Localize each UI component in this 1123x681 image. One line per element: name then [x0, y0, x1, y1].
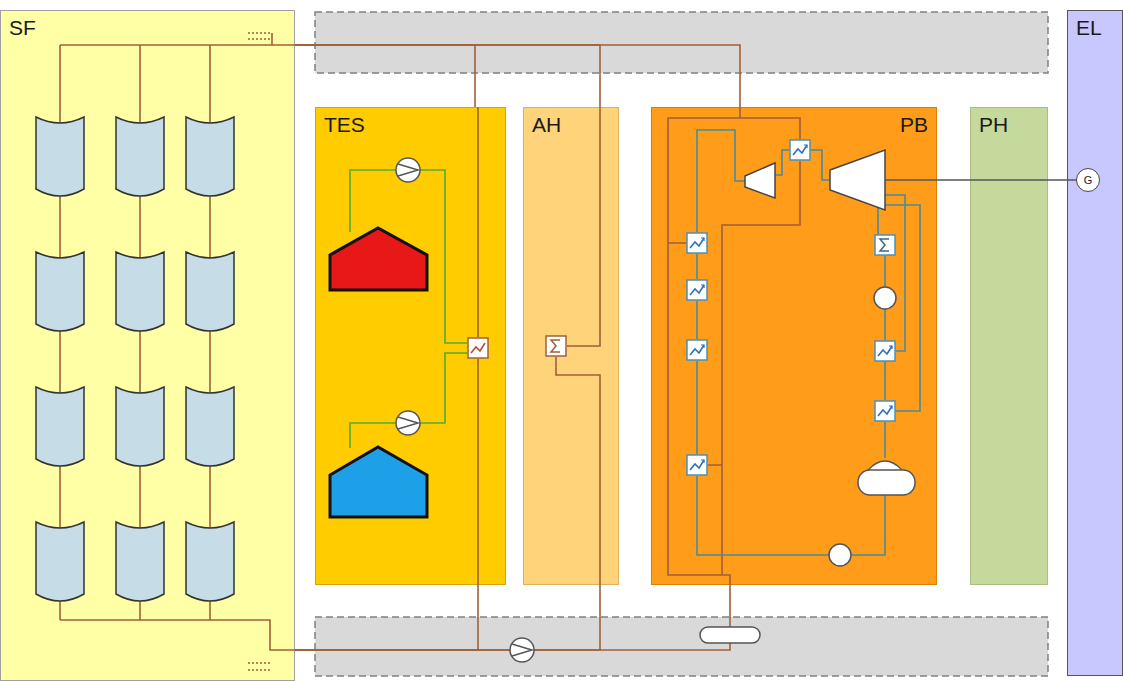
solar-field-piping — [60, 620, 295, 650]
hp-turbine — [745, 163, 775, 198]
power-block-htf-line — [668, 107, 800, 585]
storage-panel: TES — [315, 107, 506, 585]
parabolic-trough-collector — [186, 522, 234, 601]
htf-return-pipe — [295, 585, 600, 650]
htf-pump — [512, 644, 532, 656]
salt-loop — [350, 353, 467, 448]
heat-exchanger-symbol — [468, 338, 488, 358]
heat-exchanger-symbol — [875, 401, 895, 421]
generator-shaft — [937, 179, 1076, 181]
condenser-symbol — [875, 235, 895, 255]
power-block-htf-line — [722, 161, 800, 575]
expansion-vessel — [700, 627, 760, 643]
parabolic-trough-collector — [186, 117, 234, 196]
heat-exchanger-symbol — [687, 233, 707, 253]
htf-pipe — [295, 45, 740, 107]
solar-field-panel: SF — [0, 10, 295, 681]
steam-cycle-line — [697, 130, 920, 555]
pump-symbol — [829, 544, 851, 566]
power-block-panel: PB — [651, 107, 937, 585]
heat-exchanger-symbol — [687, 280, 707, 300]
generator-circle: G — [1076, 168, 1100, 192]
lp-turbine — [830, 150, 885, 210]
deaerator — [858, 470, 915, 495]
auxiliary-heater-symbol — [546, 336, 566, 356]
heater-htf-line — [556, 107, 600, 585]
parabolic-trough-collector — [36, 387, 84, 466]
heat-exchanger-symbol — [687, 340, 707, 360]
panel-label: PB — [660, 113, 928, 136]
steam-cycle-line — [775, 150, 789, 175]
htf-pipe — [295, 45, 475, 107]
heat-exchanger-symbol — [687, 140, 895, 475]
solar-field-piping — [248, 33, 272, 670]
parabolic-trough-collector — [186, 252, 234, 331]
turbine-shaft — [885, 179, 937, 181]
htf-pump — [510, 638, 534, 662]
cold-tank — [330, 447, 427, 517]
process-heat-panel: PH — [970, 107, 1048, 585]
deaerator — [868, 461, 902, 470]
salt-loop — [350, 170, 467, 448]
power-block-htf-line — [668, 107, 740, 585]
steam-cycle-line — [885, 195, 905, 351]
hot-tank — [330, 228, 427, 290]
panel-label: SF — [9, 16, 286, 39]
panel-label: PH — [979, 113, 1039, 136]
piping-band — [315, 12, 1048, 73]
generator-label: G — [1084, 174, 1093, 186]
power-block-htf-line — [740, 118, 800, 139]
parabolic-trough-collector — [36, 522, 84, 601]
solar-field-piping — [271, 33, 273, 45]
tes-htf-line — [477, 107, 479, 585]
steam-cycle-line — [697, 476, 829, 555]
htf-return-pipe — [295, 585, 478, 650]
tes-htf-line — [477, 107, 479, 585]
panel-label: TES — [324, 113, 497, 136]
steam-cycle-line — [885, 205, 920, 411]
solar-field-piping — [60, 44, 295, 46]
salt-loop — [350, 170, 467, 343]
heater-htf-line — [567, 107, 600, 346]
heat-exchanger-symbol — [687, 455, 707, 475]
piping-band — [315, 617, 1048, 676]
pump-symbol — [829, 287, 896, 566]
htf-return-pipe — [295, 585, 730, 650]
deaerator — [858, 461, 915, 495]
steam-cycle-line — [696, 254, 698, 454]
parabolic-trough-collector — [36, 117, 84, 196]
parabolic-trough-collector — [36, 252, 84, 331]
heater-htf-line — [556, 357, 600, 585]
pump-symbol — [396, 158, 420, 182]
solar-field-piping — [60, 45, 210, 620]
power-block-htf-line — [668, 243, 722, 465]
pump-symbol — [398, 164, 418, 176]
pump-symbol — [398, 417, 418, 429]
steam-cycle-line — [697, 130, 745, 232]
pump-symbol — [396, 158, 420, 435]
steam-cycle-line — [878, 208, 885, 458]
heat-exchanger-symbol — [790, 140, 810, 160]
panel-label: AH — [532, 113, 610, 136]
parabolic-trough-collector — [36, 117, 234, 601]
steam-cycle-line — [811, 150, 830, 180]
parabolic-trough-collector — [186, 387, 234, 466]
pump-symbol — [874, 287, 896, 309]
steam-cycle-line — [851, 495, 885, 555]
solar-field-piping — [60, 33, 295, 670]
parabolic-trough-collector — [116, 522, 164, 601]
parabolic-trough-collector — [116, 387, 164, 466]
htf-pipe — [295, 45, 600, 107]
panel-label: EL — [1076, 16, 1114, 39]
parabolic-trough-collector — [116, 117, 164, 196]
parabolic-trough-collector — [116, 252, 164, 331]
electricity-panel: EL G — [1067, 10, 1123, 676]
htf-pump — [510, 638, 534, 662]
heat-exchanger-symbol — [875, 341, 895, 361]
heater-panel: AH — [523, 107, 619, 585]
pump-symbol — [396, 411, 420, 435]
